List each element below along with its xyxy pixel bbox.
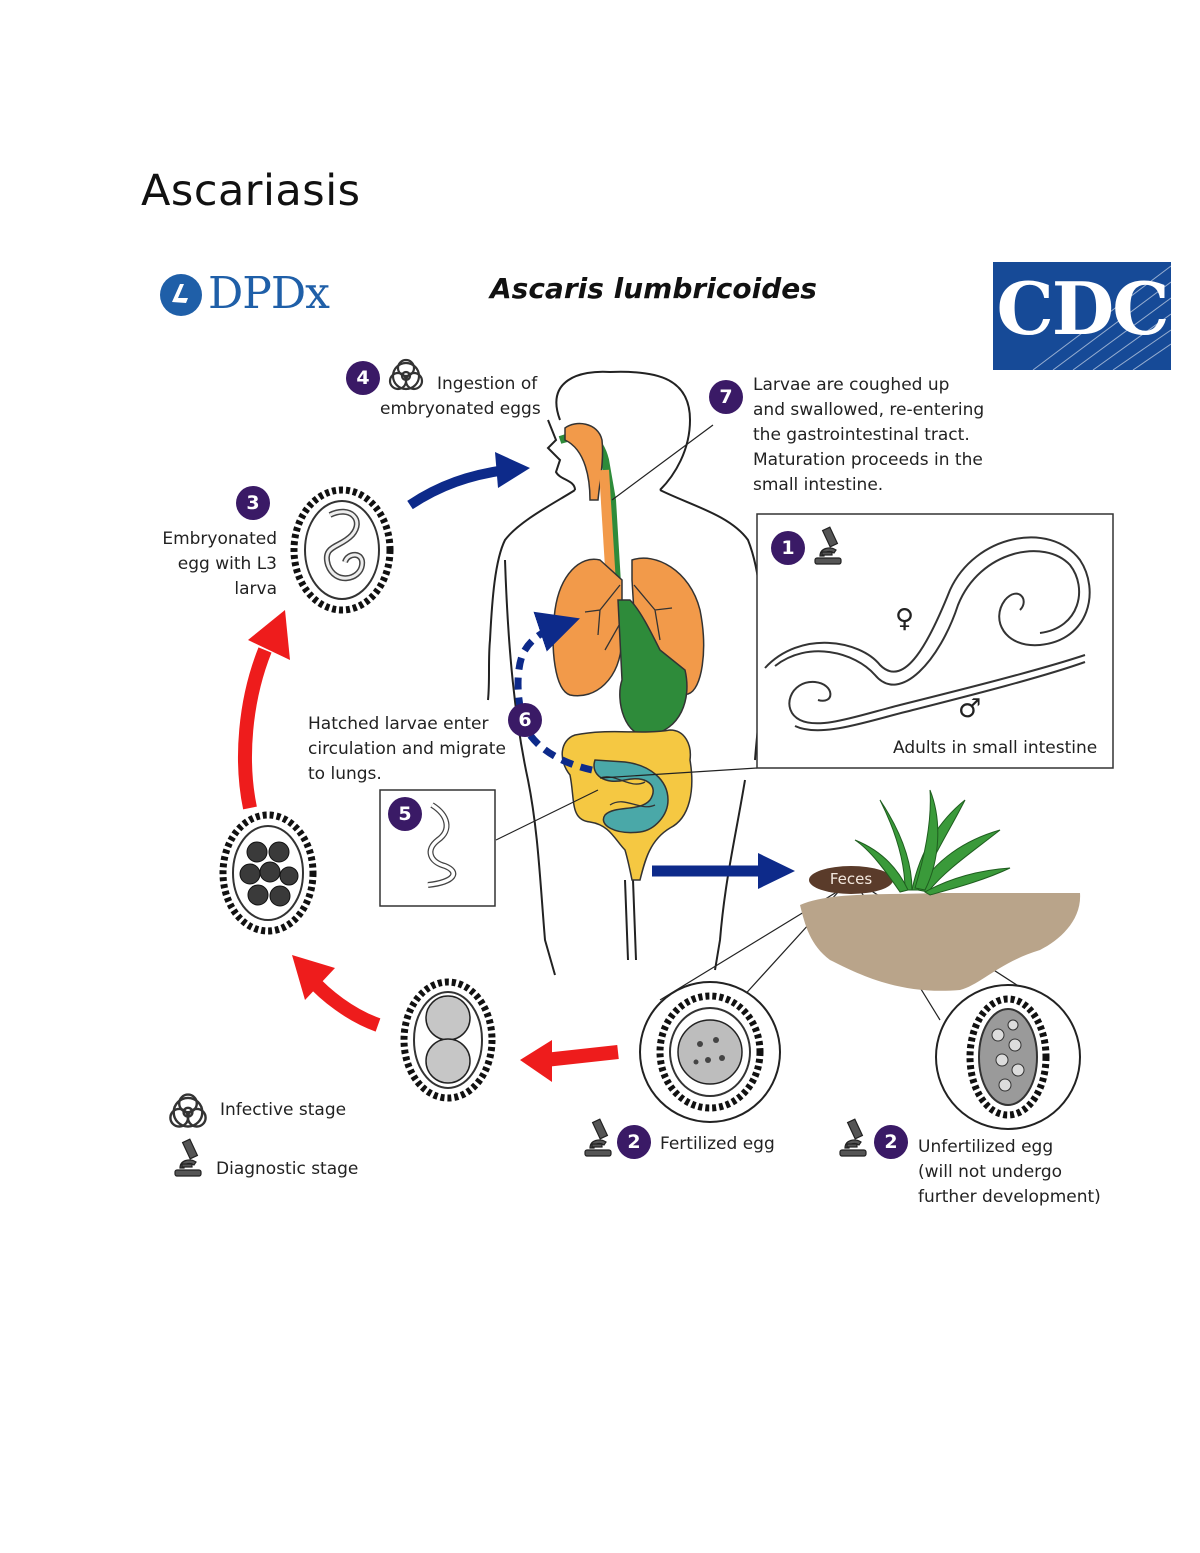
female-symbol: ♀ xyxy=(895,604,915,634)
feces-label: Feces xyxy=(829,870,873,888)
microscope-icon xyxy=(839,1118,867,1157)
step-5-number: 5 xyxy=(388,797,422,831)
dpdx-logo-text: DPDx xyxy=(208,268,330,319)
biohazard-icon xyxy=(169,1093,207,1128)
cdc-logo-text: CDC xyxy=(996,266,1169,351)
legend: Infective stage Diagnostic stage xyxy=(166,1088,386,1188)
stomach xyxy=(617,599,688,736)
dpdx-globe-icon xyxy=(160,274,202,316)
arrow-to-feces-head xyxy=(758,853,795,889)
red-arrow-bottom-head xyxy=(520,1040,552,1082)
step-2-unfertilized-label: Unfertilized egg (will not undergo furth… xyxy=(918,1137,1101,1207)
step-4-label: Ingestion of embryonated eggs xyxy=(380,374,541,419)
biohazard-icon xyxy=(388,358,424,391)
step-4-number: 4 xyxy=(346,361,380,395)
step-1-label: Adults in small intestine xyxy=(893,738,1098,758)
cdc-stripes-icon xyxy=(1032,265,1171,370)
species-title: Ascaris lumbricoides xyxy=(490,272,817,305)
red-arrow-left-head xyxy=(292,955,335,1000)
feces-mound xyxy=(809,866,893,894)
arrow-to-mouth-head xyxy=(495,452,530,488)
step-6-number: 6 xyxy=(508,703,542,737)
soil xyxy=(800,893,1081,991)
cdc-logo: CDC xyxy=(993,262,1171,370)
red-arrow-left xyxy=(304,973,381,1032)
red-arrow-bottom xyxy=(544,1045,619,1067)
step-2-unfertilized-number: 2 xyxy=(874,1125,908,1159)
legend-diagnostic-label: Diagnostic stage xyxy=(216,1159,359,1179)
red-arrow-up-head xyxy=(248,610,290,660)
step-6-label: Hatched larvae enter circulation and mig… xyxy=(308,714,506,784)
legend-infective-label: Infective stage xyxy=(220,1100,347,1120)
step-7-number: 7 xyxy=(709,380,743,414)
step-3-number: 3 xyxy=(236,486,270,520)
microscope-icon xyxy=(174,1138,202,1177)
arrow-to-mouth xyxy=(407,465,506,510)
grass-plant xyxy=(854,789,1011,896)
adults-box xyxy=(756,513,1114,769)
left-lung xyxy=(552,558,623,697)
red-arrow-up xyxy=(238,647,272,810)
step-3-label: Embryonated egg with L3 larva xyxy=(162,529,277,599)
large-intestine xyxy=(561,729,693,881)
step-2-fertilized-label: Fertilized egg xyxy=(660,1134,775,1154)
male-symbol: ♂ xyxy=(958,694,982,724)
adult-worms xyxy=(764,536,1091,732)
step-1-number: 1 xyxy=(771,531,805,565)
page-title: Ascariasis xyxy=(141,166,361,216)
microscope-icon xyxy=(814,526,842,565)
microscope-icon xyxy=(584,1118,612,1157)
step-7-label: Larvae are coughed up and swallowed, re-… xyxy=(753,375,985,495)
mouth-cavity xyxy=(564,422,604,501)
step-2-fertilized-number: 2 xyxy=(617,1125,651,1159)
